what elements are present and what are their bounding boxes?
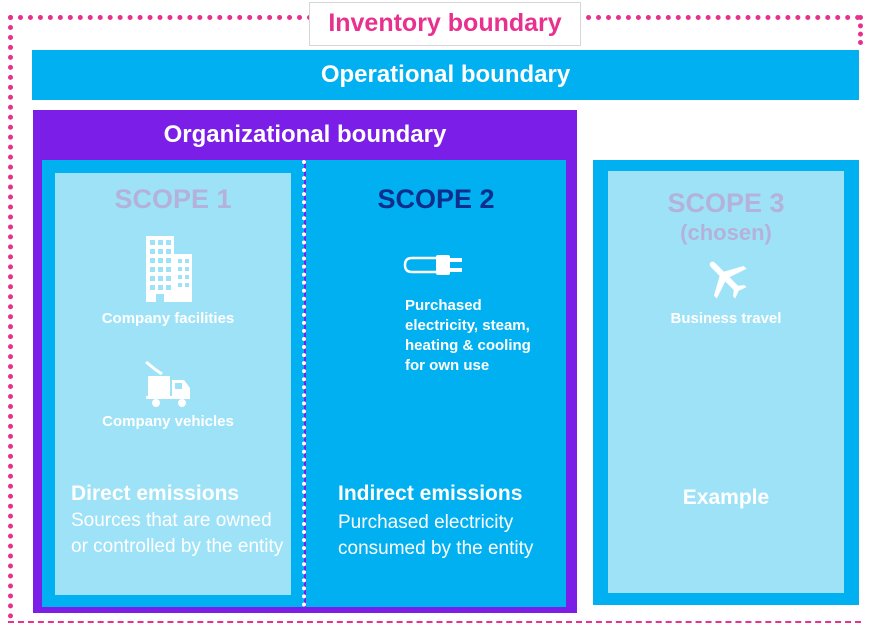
organizational-boundary-title: Organizational boundary xyxy=(163,121,447,148)
indirect-emissions-heading: Indirect emissions xyxy=(338,482,523,505)
example-heading: Example xyxy=(682,486,770,509)
indirect-emissions-description: Purchased electricity consumed by the en… xyxy=(338,512,534,559)
company-vehicles-label: Company vehicles xyxy=(102,413,234,430)
scope3-subtitle: (chosen) xyxy=(680,220,772,245)
scope3-inner-panel xyxy=(608,171,844,593)
business-travel-label: Business travel xyxy=(670,310,782,327)
direct-emissions-description: Sources that are owned or controlled by … xyxy=(71,510,284,557)
truck-icon xyxy=(144,360,192,408)
inventory-boundary-title: Inventory boundary xyxy=(309,2,581,46)
purchased-electricity-label: Purchased electricity, steam, heating & … xyxy=(405,297,531,374)
company-facilities-label: Company facilities xyxy=(101,310,235,327)
scope2-panel xyxy=(306,160,566,607)
scope3-title: SCOPE 3 xyxy=(667,188,785,218)
inventory-boundary-left-border xyxy=(8,15,13,619)
scope1-title: SCOPE 1 xyxy=(114,184,232,214)
scope2-title: SCOPE 2 xyxy=(377,184,495,214)
building-icon xyxy=(146,236,192,302)
inventory-boundary-right-border xyxy=(858,15,863,45)
airplane-icon xyxy=(703,256,749,300)
scope-divider xyxy=(302,160,306,607)
direct-emissions-heading: Direct emissions xyxy=(71,482,240,505)
inventory-boundary-bottom-border xyxy=(8,621,861,623)
plug-icon xyxy=(402,250,466,280)
operational-boundary-bar: Operational boundary xyxy=(32,50,859,100)
